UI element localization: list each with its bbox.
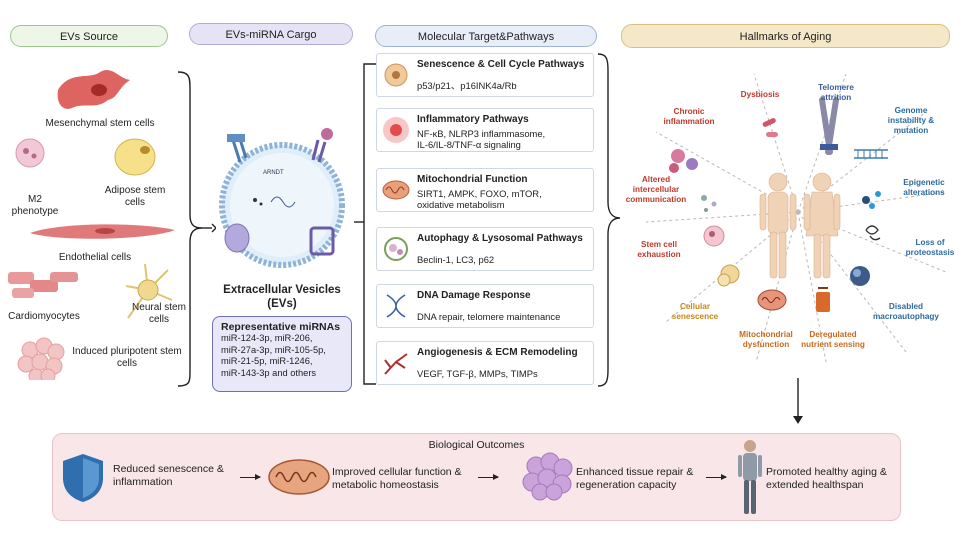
proteostasis-protein-icon	[865, 225, 881, 241]
hallmark-nutrient: Deregulated nutrient sensing	[801, 330, 865, 349]
header-ev-source: EVs Source	[10, 25, 168, 47]
pathway-angiogenesis: Angiogenesis & ECM Remodeling VEGF, TGF-…	[376, 341, 594, 385]
label-cardio: Cardiomyocytes	[8, 311, 80, 322]
hallmark-telomere: Telomere attrition	[818, 83, 854, 102]
outcome-function: Improved cellular function & metabolic h…	[332, 466, 462, 491]
extracellular-vesicle-icon	[219, 128, 345, 268]
neural-cell-icon	[125, 263, 173, 319]
label-endothelial: Endothelial cells	[58, 252, 132, 263]
arrow-icon	[478, 474, 499, 480]
pathway-mitochondrial: Mitochondrial Function SIRT1, AMPK, FOXO…	[376, 168, 594, 212]
nutrient-sensing-icon	[816, 287, 830, 312]
pathway-body: p53/p21、p16INK4a/Rb	[417, 80, 517, 91]
header-targets: Molecular Target&Pathways	[375, 25, 597, 47]
pathway-inflammatory: Inflammatory Pathways NF-κB, NLRP3 infla…	[376, 108, 594, 152]
hallmark-mito: Mitochondrial dysfunction	[739, 330, 793, 349]
mirna-line: miR-27a-3p, miR-105-5p,	[221, 344, 326, 355]
hallmark-senescence: Cellular senescence	[671, 302, 719, 321]
tissue-cluster-icon	[522, 452, 573, 501]
mitochondria-dysfunction-icon	[757, 289, 787, 311]
shield-icon	[63, 454, 103, 502]
down-arrow	[793, 378, 803, 424]
telomere-chromosome-icon	[819, 97, 839, 155]
blood-vessel-icon	[384, 353, 408, 375]
genome-dna-icon	[854, 149, 888, 159]
pathway-body: SIRT1, AMPK, FOXO, mTOR,oxidative metabo…	[417, 188, 542, 210]
label-m2: M2 phenotype	[11, 194, 59, 217]
m2-macrophage-icon	[15, 138, 45, 168]
pathway-bracket	[354, 63, 376, 385]
mitochondrion-outcome-icon	[268, 459, 330, 495]
senescent-cell-icon	[384, 63, 408, 87]
macroautophagy-icon	[850, 266, 870, 286]
source-brace	[177, 71, 216, 387]
pathway-title: Autophagy & Lysosomal Pathways	[417, 233, 583, 244]
adipose-cell-icon	[114, 138, 156, 176]
hallmark-proteostasis: Loss of proteostasis	[905, 238, 955, 257]
inflamed-cell-icon	[383, 117, 409, 143]
pathway-senescence: Senescence & Cell Cycle Pathways p53/p21…	[376, 53, 594, 97]
label-neural: Neural stem cells	[132, 302, 186, 325]
pathway-body: DNA repair, telomere maintenance	[417, 311, 561, 322]
hallmark-inflammation: Chronic inflammation	[663, 107, 715, 126]
hallmark-stemcell: Stem cell exhaustion	[637, 240, 681, 259]
autophagosome-icon	[384, 237, 408, 261]
healthy-person-icon	[738, 440, 762, 514]
pathway-title: Inflammatory Pathways	[417, 114, 529, 125]
mirna-title: Representative miRNAs	[221, 321, 341, 333]
header-ev-cargo: EVs-miRNA Cargo	[189, 23, 353, 45]
ipsc-cluster-icon	[17, 337, 65, 380]
outcome-repair: Enhanced tissue repair & regeneration ca…	[576, 466, 694, 491]
pathway-title: Senescence & Cell Cycle Pathways	[417, 59, 585, 70]
stem-cell-icon	[703, 225, 725, 247]
label-adipose: Adipose stem cells	[104, 185, 166, 208]
endothelial-cell-icon	[30, 224, 175, 239]
mitochondrion-icon	[382, 180, 410, 200]
hallmark-brace	[597, 53, 621, 387]
pathway-autophagy: Autophagy & Lysosomal Pathways Beclin-1,…	[376, 227, 594, 271]
label-msc: Mesenchymal stem cells	[45, 118, 155, 129]
outcomes-panel: Biological Outcomes	[52, 433, 901, 521]
mirna-line: miR-143-3p and others	[221, 367, 317, 378]
pathway-dna: DNA Damage Response DNA repair, telomere…	[376, 284, 594, 328]
mirna-line: miR-21-5p, miR-1246,	[221, 356, 313, 366]
senescent-cells-icon	[717, 264, 740, 287]
cardiomyocyte-icon	[8, 272, 78, 298]
outcomes-title: Biological Outcomes	[428, 439, 525, 451]
ev-source-illustrations	[8, 69, 175, 380]
outcome-senescence: Reduced senescence & inflammation	[113, 463, 224, 488]
arrow-icon	[706, 474, 727, 480]
epigenetic-icon	[862, 191, 881, 209]
dna-helix-icon	[386, 294, 406, 318]
pathway-body: VEGF, TGF-β, MMPs, TIMPs	[417, 368, 538, 379]
human-figures-icon	[759, 172, 841, 279]
hallmarks-wheel	[645, 73, 947, 363]
communication-cells-icon	[701, 195, 717, 212]
mirna-box: Representative miRNAs miR-124-3p, miR-20…	[212, 316, 352, 392]
pathway-title: Mitochondrial Function	[417, 174, 528, 185]
hallmark-communication: Altered intercellular communication	[625, 175, 687, 204]
hallmark-macroautophagy: Disabled macroautophagy	[873, 302, 939, 321]
hallmark-epigenetic: Epigenetic alterations	[903, 178, 945, 197]
pathway-body: NF-κB, NLRP3 inflammasome,IL-6/IL-8/TNF-…	[417, 128, 546, 150]
label-ipsc: Induced pluripotent stem cells	[72, 346, 182, 369]
mirna-line: miR-124-3p, miR-206,	[221, 333, 313, 343]
hallmark-dysbiosis: Dysbiosis	[740, 90, 780, 99]
outcome-healthspan: Promoted healthy aging & extended health…	[766, 466, 887, 491]
inflammation-cells-icon	[669, 149, 698, 173]
header-hallmarks: Hallmarks of Aging	[621, 24, 950, 48]
dysbiosis-bacteria-icon	[762, 118, 778, 137]
pathway-title: Angiogenesis & ECM Remodeling	[417, 347, 578, 358]
pathway-body: Beclin-1, LC3, p62	[417, 254, 495, 265]
pathway-title: DNA Damage Response	[417, 290, 531, 301]
ev-inner-label: ARNDT	[263, 170, 284, 176]
arrow-icon	[240, 474, 261, 480]
mesenchymal-cell-icon	[57, 69, 130, 109]
ev-title: Extracellular Vesicles (EVs)	[223, 284, 341, 310]
hallmark-genome: Genome instability & mutation	[887, 106, 935, 135]
